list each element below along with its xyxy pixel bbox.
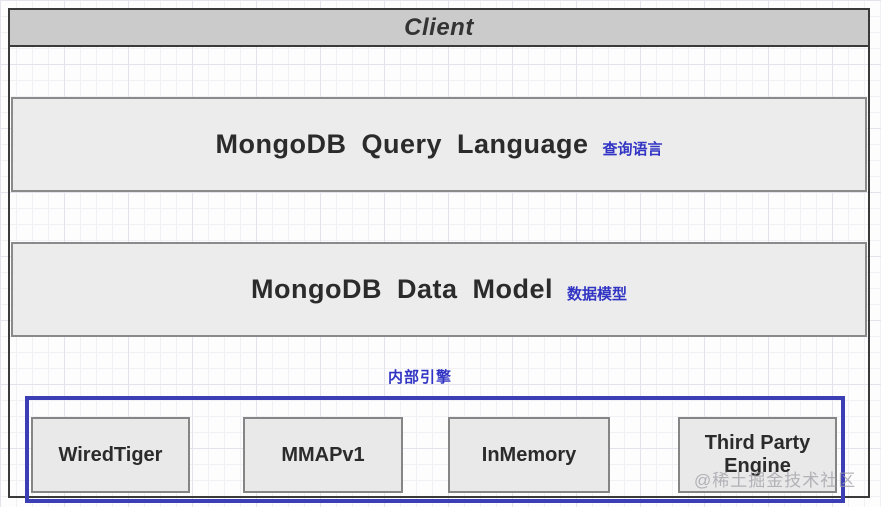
query-language-title: MongoDB Query Language — [215, 129, 589, 159]
internal-engines-container: WiredTiger MMAPv1 InMemory Third Party E… — [25, 396, 845, 503]
query-language-layer: MongoDB Query Language 查询语言 — [11, 97, 867, 192]
engine-inmemory: InMemory — [448, 417, 610, 493]
data-model-title: MongoDB Data Model — [251, 274, 553, 304]
engine-third-party-label: Third Party Engine — [704, 432, 811, 477]
engine-wiredtiger-label: WiredTiger — [58, 443, 163, 466]
client-label: Client — [404, 13, 474, 41]
engine-mmapv1: MMAPv1 — [243, 417, 403, 493]
engine-mmapv1-label: MMAPv1 — [281, 443, 365, 466]
internal-engines-label: 内部引擎 — [387, 369, 452, 386]
engine-inmemory-label: InMemory — [481, 443, 577, 466]
engine-wiredtiger: WiredTiger — [31, 417, 190, 493]
query-language-annotation-zh: 查询语言 — [602, 141, 663, 158]
client-layer: Client — [10, 10, 868, 47]
data-model-annotation-zh: 数据模型 — [566, 286, 627, 303]
mongodb-architecture-diagram: Client MongoDB Query Language 查询语言 Mongo… — [8, 8, 870, 503]
watermark: @稀土掘金技术社区 — [694, 471, 857, 490]
engine-third-party: Third Party Engine — [678, 417, 837, 493]
data-model-layer: MongoDB Data Model 数据模型 — [11, 242, 867, 337]
